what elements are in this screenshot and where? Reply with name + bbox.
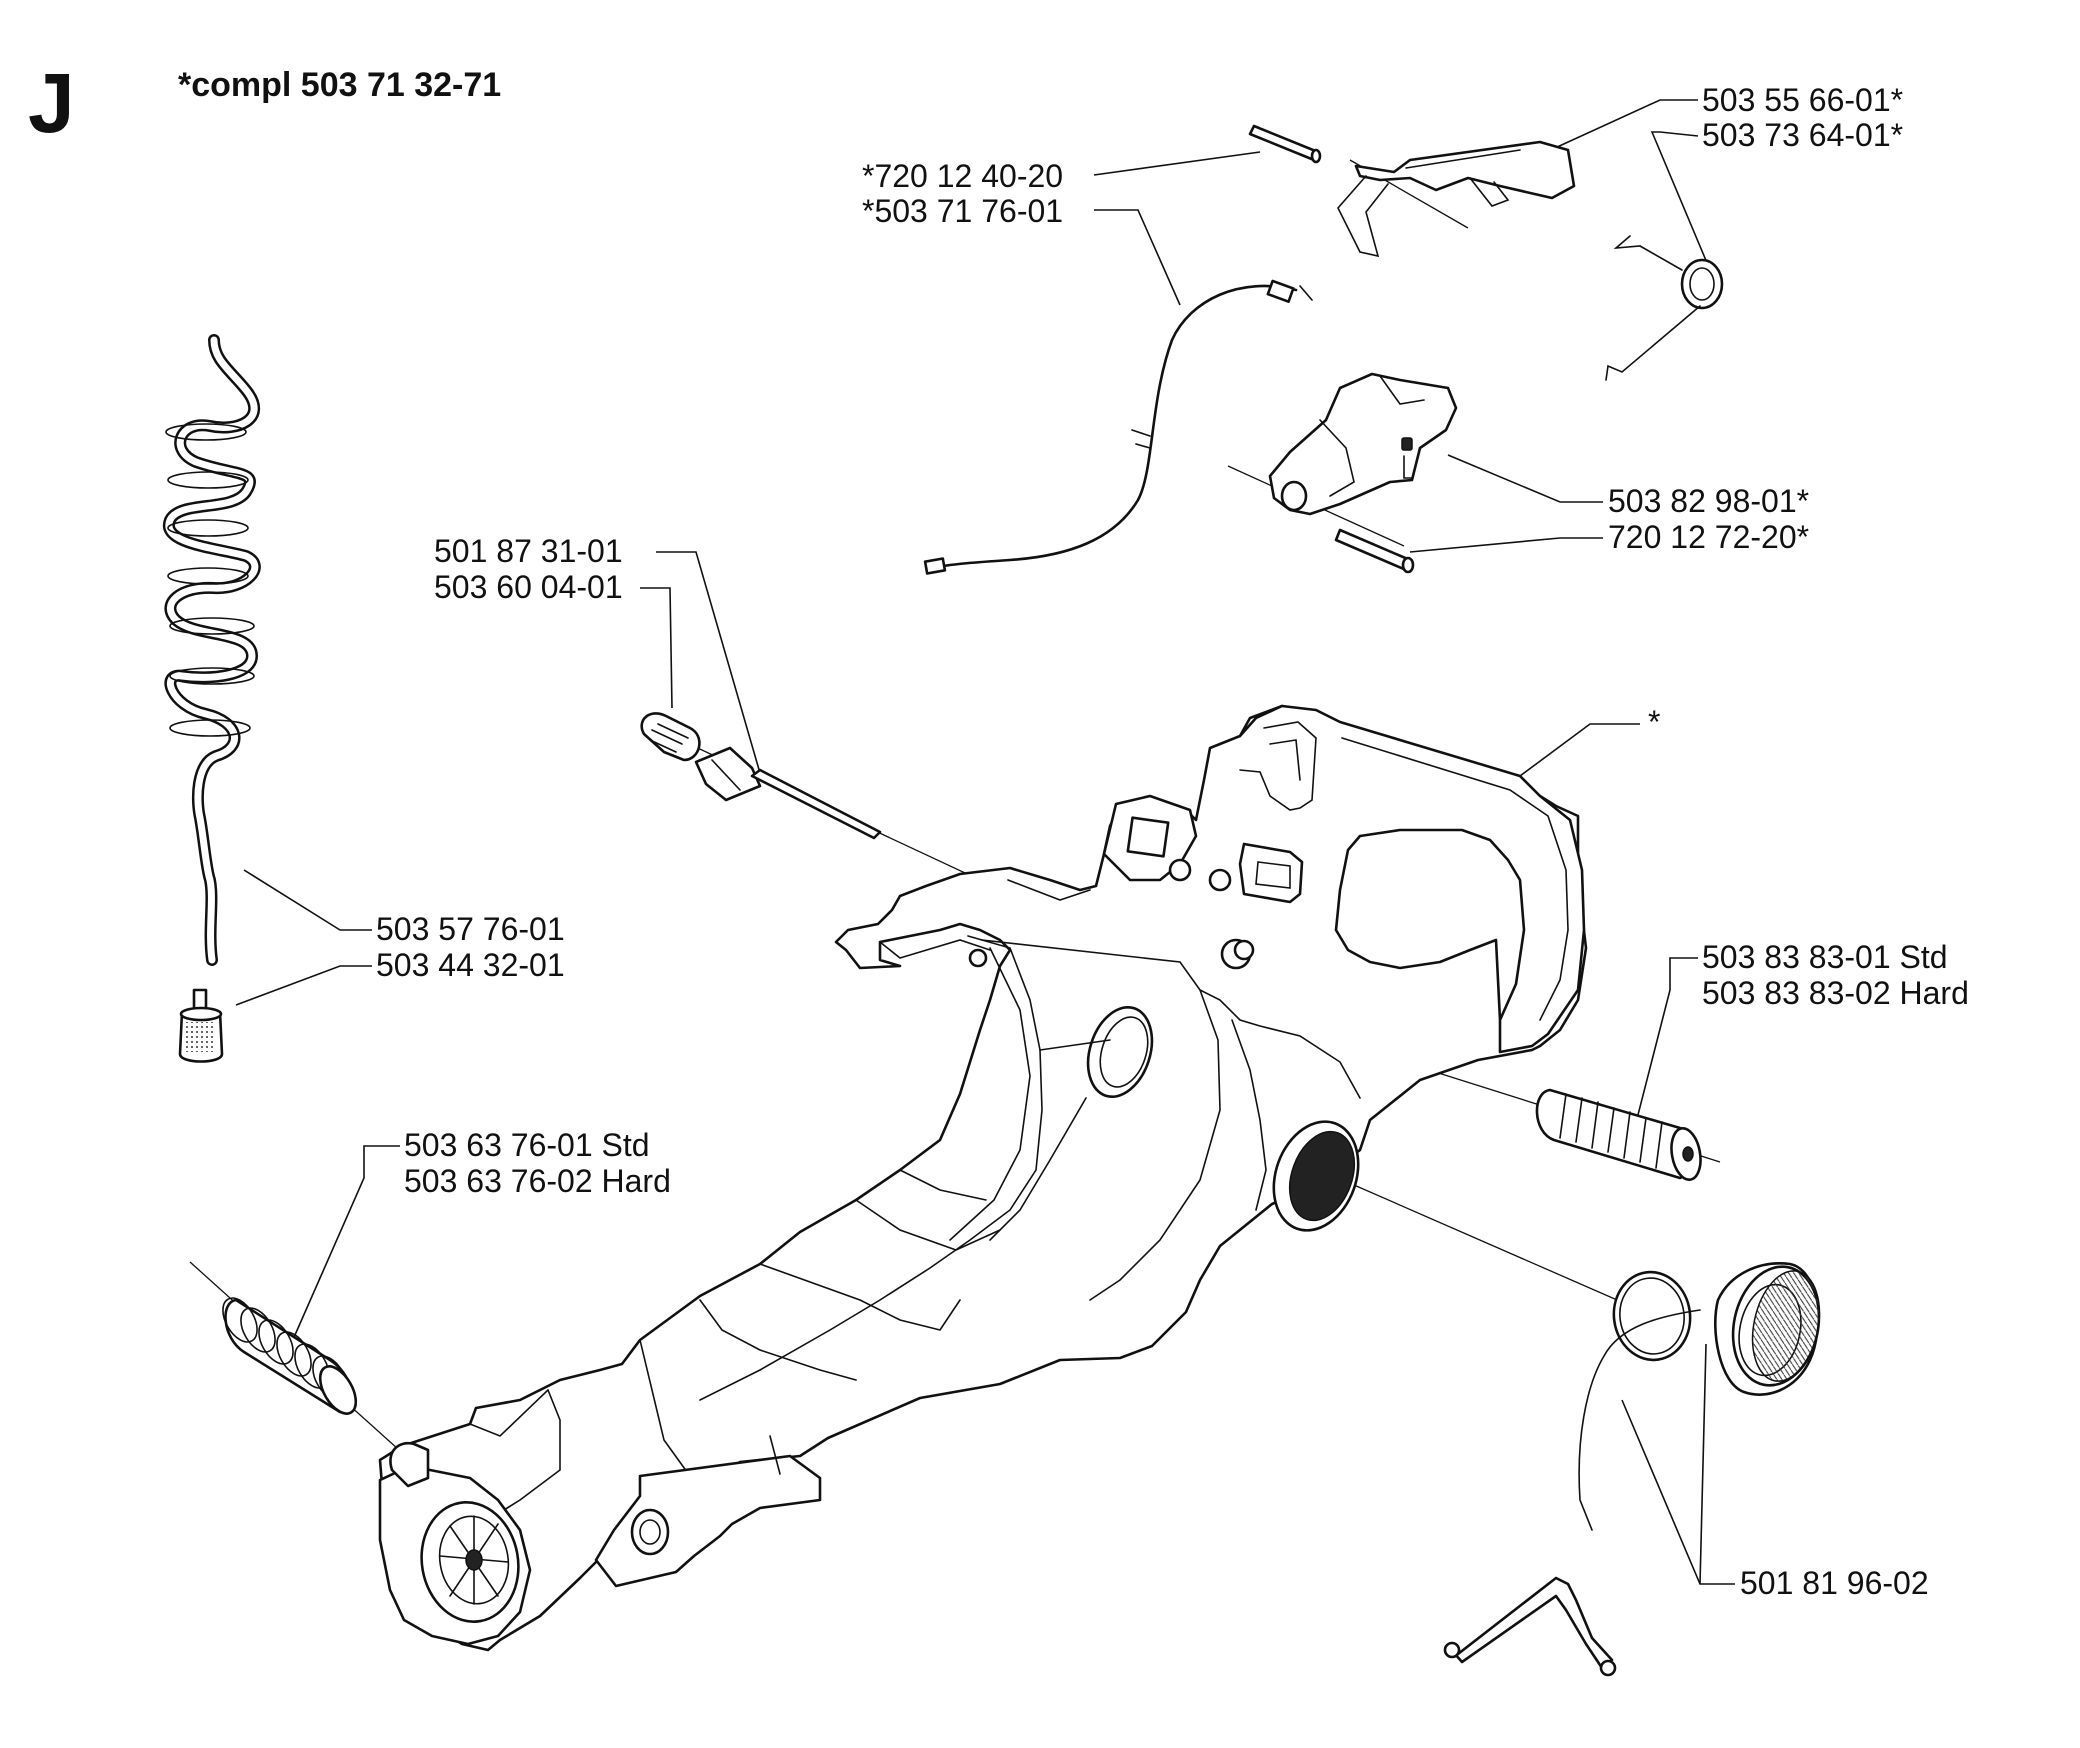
tank-handle-body: [378, 704, 1588, 1652]
throttle-lock: [1268, 372, 1458, 516]
label-503-73-64-01: 503 73 64-01*: [1702, 117, 1903, 153]
label-503-55-66-01: 503 55 66-01*: [1702, 82, 1903, 118]
label-503-71-76-01: *503 71 76-01: [862, 193, 1063, 229]
assembly-heading: *compl 503 71 32-71: [178, 66, 501, 104]
throttle-lock-pin: [1334, 528, 1415, 574]
label-503-83-83-02: 503 83 83-02 Hard: [1702, 975, 1969, 1011]
label-503-63-76-01: 503 63 76-01 Std: [404, 1127, 650, 1163]
front-av-element: [1535, 1088, 1702, 1182]
oil-pump-shaft: [694, 746, 882, 840]
label-503-63-76-02: 503 63 76-02 Hard: [404, 1163, 671, 1199]
label-503-83-83-01: 503 83 83-01 Std: [1702, 939, 1948, 975]
label-handle-star: *: [1648, 704, 1660, 740]
tank-cap-assembly: [1443, 1262, 1821, 1677]
label-503-82-98-01: 503 82 98-01*: [1608, 483, 1809, 519]
section-letter: J: [28, 56, 75, 150]
throttle-cable: [923, 279, 1313, 575]
fuel-hose: [162, 334, 261, 966]
fuel-filter: [178, 988, 224, 1063]
label-720-12-72-20: 720 12 72-20*: [1608, 519, 1809, 555]
rear-av-spring: [222, 1297, 358, 1415]
label-503-60-04-01: 503 60 04-01: [434, 569, 623, 605]
leader-lines: [235, 99, 1735, 1585]
label-720-12-40-20: *720 12 40-20: [862, 158, 1063, 194]
label-503-44-32-01: 503 44 32-01: [376, 947, 565, 983]
throttle-trigger: [1337, 140, 1576, 258]
trigger-pin: [1248, 124, 1322, 164]
label-501-81-96-02: 501 81 96-02: [1740, 1565, 1929, 1601]
trigger-torsion-spring: [1605, 235, 1724, 381]
rubber-bushing: [640, 712, 701, 762]
label-503-57-76-01: 503 57 76-01: [376, 911, 565, 947]
label-501-87-31-01: 501 87 31-01: [434, 533, 623, 569]
